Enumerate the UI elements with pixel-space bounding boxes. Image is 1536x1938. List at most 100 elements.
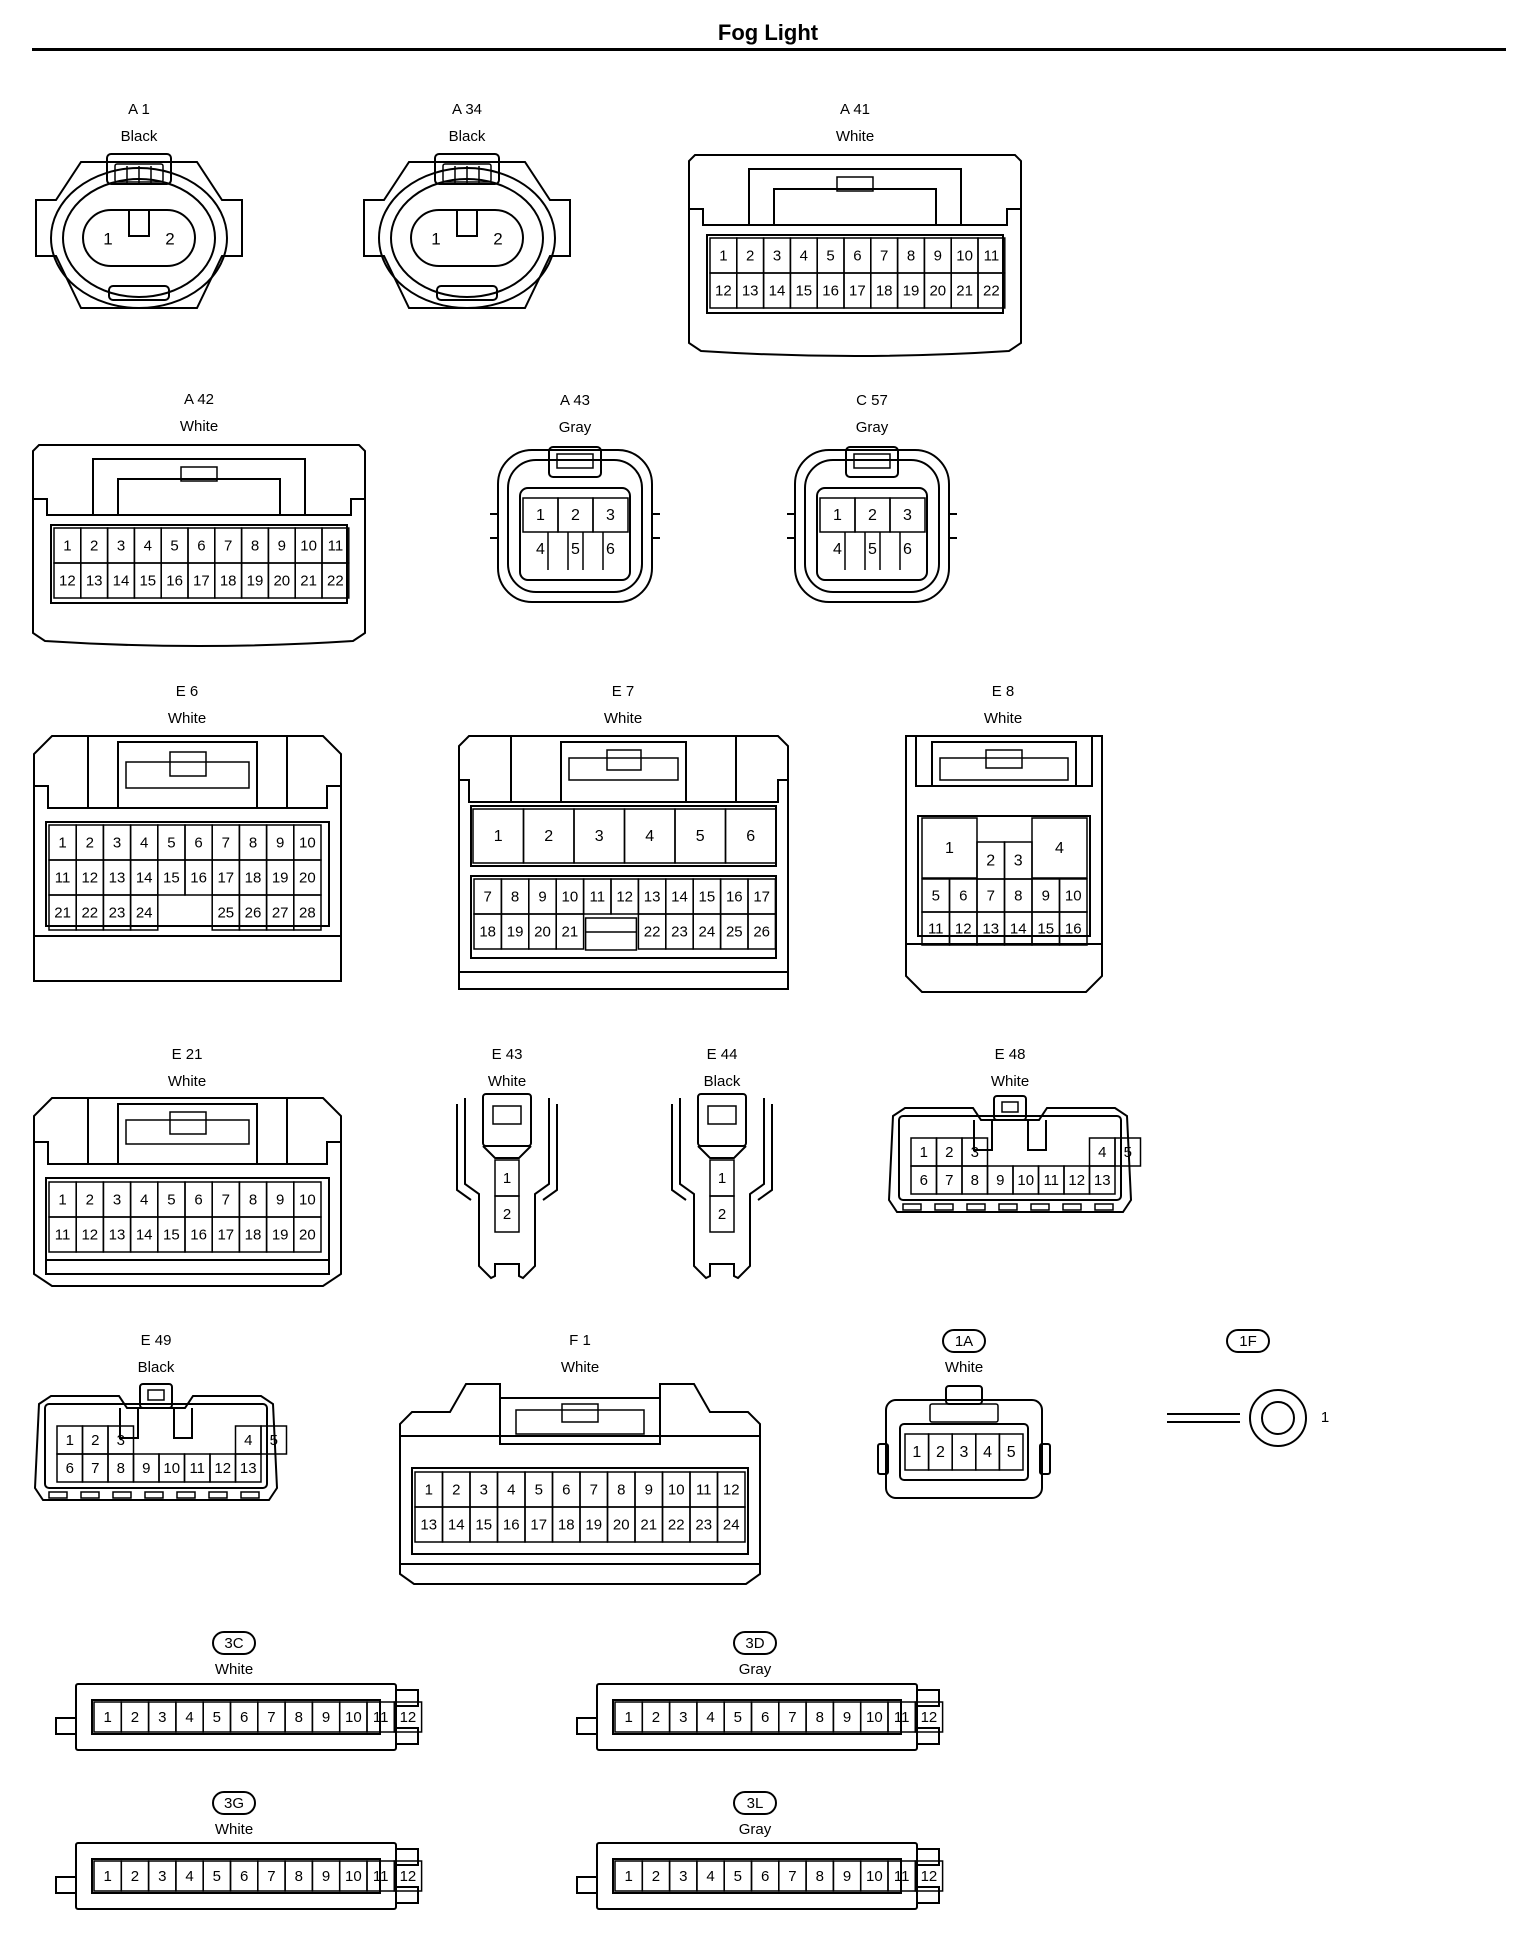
pin-number: 18	[876, 282, 893, 299]
housing-outline	[804, 459, 940, 593]
pin-number: 13	[982, 920, 999, 937]
pin-number: 4	[706, 1868, 714, 1885]
pin-number: 12	[955, 920, 972, 937]
pin-number: 7	[788, 1709, 796, 1726]
pin-number: 2	[91, 1432, 99, 1449]
pin-number: 4	[507, 1481, 515, 1498]
pin-number: 3	[113, 1191, 121, 1208]
pin-number: 2	[493, 229, 502, 248]
housing-outline	[411, 1467, 749, 1555]
pin-number: 3	[113, 834, 121, 851]
connector-code: 3C	[224, 1635, 243, 1652]
pin-number: 2	[131, 1868, 139, 1885]
pin-number: 4	[706, 1709, 714, 1726]
pin-number: 12	[1068, 1172, 1085, 1189]
connector-code-badge	[733, 1631, 777, 1655]
housing-outline	[697, 1093, 747, 1147]
housing-outline	[853, 453, 891, 469]
pin-number: 8	[816, 1868, 824, 1885]
housing-outline	[561, 1403, 599, 1423]
connector-color: White	[168, 710, 206, 727]
housing-outline	[50, 524, 348, 604]
pin-number: 9	[538, 888, 546, 905]
housing-outline	[144, 1491, 164, 1499]
pin-cell	[747, 913, 777, 950]
pin-number: 12	[715, 282, 732, 299]
housing-outline	[470, 805, 777, 867]
pin-number: 5	[213, 1709, 221, 1726]
housing-outline	[128, 210, 150, 237]
pin-number: 22	[668, 1516, 685, 1533]
housing-outline	[1039, 1443, 1051, 1475]
connector-code: E 21	[172, 1046, 203, 1063]
housing-outline	[125, 1119, 250, 1145]
ring-terminal	[1249, 1389, 1307, 1447]
housing-outline	[905, 735, 1103, 993]
pin-number: 9	[278, 537, 286, 554]
housing-outline	[436, 285, 498, 301]
housing-outline	[33, 1097, 342, 1287]
pin-number: 13	[86, 572, 103, 589]
pin-number: 20	[534, 923, 551, 940]
housing-outline	[916, 1848, 940, 1866]
pin-number: 14	[136, 869, 153, 886]
pin-cell	[129, 894, 159, 931]
connector-code: C 57	[856, 392, 888, 409]
housing-outline	[33, 498, 365, 516]
pin-number: 10	[345, 1709, 362, 1726]
housing-outline	[548, 446, 602, 478]
pin-number: 6	[66, 1460, 74, 1477]
housing-outline	[697, 1145, 747, 1159]
housing-outline	[395, 1689, 419, 1707]
housing-outline	[147, 1389, 165, 1401]
pin-number: 2	[945, 1144, 953, 1161]
housing-outline	[885, 1399, 1043, 1499]
pin-number: 11	[189, 1460, 205, 1477]
pin-number: 1	[719, 247, 727, 264]
pin-number: 10	[668, 1481, 685, 1498]
housing-outline	[139, 1383, 173, 1409]
pin-number: 4	[140, 1191, 148, 1208]
pin-number: 7	[945, 1172, 953, 1189]
connector-1f: 1F1	[1167, 1329, 1329, 1447]
connector-code: 1F	[1239, 1333, 1257, 1350]
housing-outline	[934, 1203, 954, 1211]
pin-number: 15	[139, 572, 156, 589]
pin-number: 2	[452, 1481, 460, 1498]
connector-color: White	[180, 418, 218, 435]
pin-number: 24	[723, 1516, 740, 1533]
pin-number: 17	[849, 282, 866, 299]
connector-color: White	[945, 1359, 983, 1376]
pin-number: 28	[299, 904, 316, 921]
pin-number: 9	[843, 1868, 851, 1885]
pin-number: 3	[903, 507, 912, 524]
pin-cell	[393, 1860, 423, 1892]
housing-outline	[363, 161, 571, 309]
pin-number: 5	[535, 1481, 543, 1498]
pin-number: 25	[726, 923, 743, 940]
pin-cell	[234, 1453, 262, 1483]
pin-number: 2	[131, 1709, 139, 1726]
pin-cell	[393, 1701, 423, 1733]
pin-number: 19	[247, 572, 264, 589]
pin-number: 12	[400, 1868, 417, 1885]
housing-outline	[794, 449, 950, 603]
pin-number: 5	[571, 541, 580, 558]
housing-outline	[998, 1203, 1018, 1211]
pin-number: 22	[983, 282, 1000, 299]
housing-outline	[458, 735, 789, 990]
housing-outline	[844, 532, 901, 570]
connector-color: White	[215, 1821, 253, 1838]
pin-number: 5	[826, 247, 834, 264]
pin-number: 5	[1007, 1444, 1016, 1461]
pin-number: 20	[929, 282, 946, 299]
title-rule	[32, 48, 1506, 51]
housing-outline	[208, 1491, 228, 1499]
connector-code: A 41	[840, 101, 870, 118]
housing-outline	[606, 749, 642, 771]
